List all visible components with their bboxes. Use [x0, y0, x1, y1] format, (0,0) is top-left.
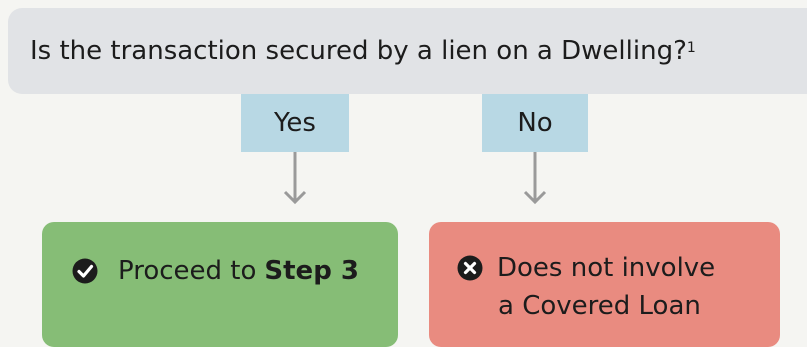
outcome-yes-box: Proceed to Step 3 — [42, 222, 398, 347]
answer-no-label: No — [482, 94, 588, 152]
check-circle-icon — [72, 258, 98, 284]
outcome-no-box: Does not involve a Covered Loan — [429, 222, 780, 347]
outcome-yes-text: Proceed to — [118, 256, 257, 286]
answer-yes-label: Yes — [241, 94, 349, 152]
question-text: Is the transaction secured by a lien on … — [30, 36, 687, 66]
outcome-no-line1: Does not involve — [497, 253, 716, 283]
outcome-no-line2: a Covered Loan — [498, 291, 701, 321]
outcome-yes-step: Step 3 — [264, 256, 359, 286]
question-footnote: 1 — [686, 40, 696, 56]
arrow-down-icon — [283, 152, 307, 205]
x-circle-icon — [457, 255, 483, 281]
question-box: Is the transaction secured by a lien on … — [8, 8, 807, 94]
arrow-down-icon — [523, 152, 547, 205]
